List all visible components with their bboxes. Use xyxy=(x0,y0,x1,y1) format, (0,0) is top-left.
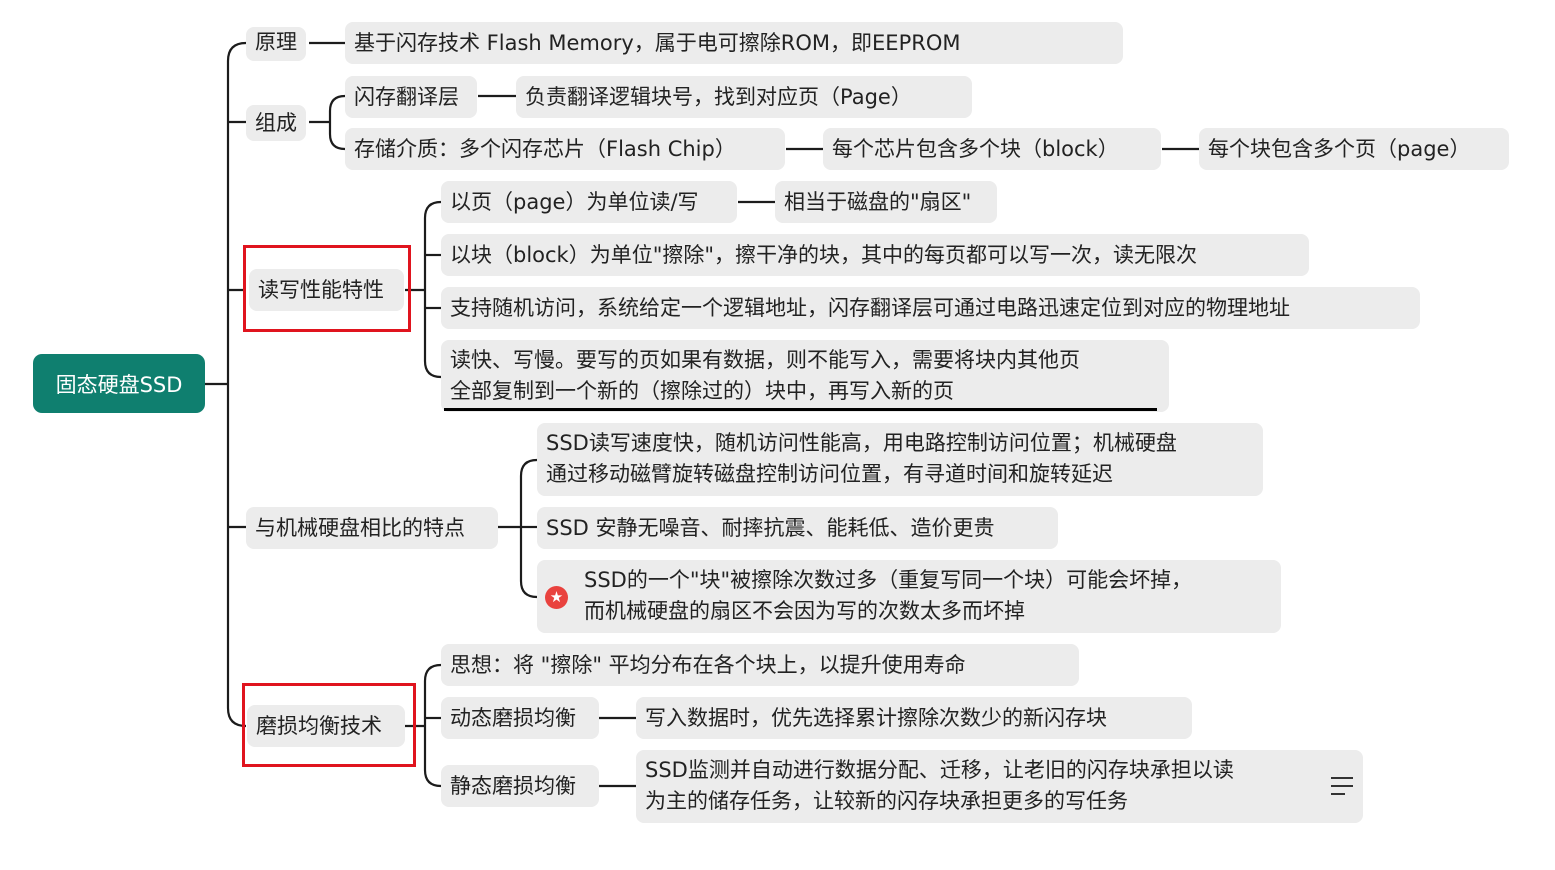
underline-mark xyxy=(444,408,1157,411)
compare-wear-line-1: SSD的一个"块"被擦除次数过多（重复写同一个块）可能会坏掉， xyxy=(584,568,1193,592)
rw-sector-node[interactable]: 相当于磁盘的"扇区" xyxy=(775,181,997,223)
rw-block-erase-node[interactable]: 以块（block）为单位"擦除"，擦干净的块，其中的每页都可以写一次，读无限次 xyxy=(441,234,1309,276)
chip-block-node[interactable]: 每个芯片包含多个块（block） xyxy=(823,128,1161,170)
rw-read-fast-line-1: 读快、写慢。要写的页如果有数据，则不能写入，需要将块内其他页 xyxy=(450,348,1080,372)
dynamic-wear-node[interactable]: 动态磨损均衡 xyxy=(441,697,599,739)
static-wear-line-1: SSD监测并自动进行数据分配、迁移，让老旧的闪存块承担以读 xyxy=(645,758,1234,782)
principle-detail-node[interactable]: 基于闪存技术 Flash Memory，属于电可擦除ROM，即EEPROM xyxy=(345,22,1123,64)
wear-idea-node[interactable]: 思想：将 "擦除" 平均分布在各个块上，以提升使用寿命 xyxy=(441,644,1079,686)
rw-read-fast-line-2: 全部复制到一个新的（擦除过的）块中，再写入新的页 xyxy=(450,379,954,403)
root-node[interactable]: 固态硬盘SSD xyxy=(33,354,205,413)
ftl-node[interactable]: 闪存翻译层 xyxy=(345,76,477,118)
block-page-node[interactable]: 每个块包含多个页（page） xyxy=(1199,128,1509,170)
static-wear-detail-node[interactable]: SSD监测并自动进行数据分配、迁移，让老旧的闪存块承担以读 为主的储存任务，让较… xyxy=(636,750,1363,823)
compare-wear-line-2: 而机械硬盘的扇区不会因为写的次数太多而坏掉 xyxy=(584,599,1025,623)
compare-hdd-node[interactable]: 与机械硬盘相比的特点 xyxy=(246,507,498,549)
rw-random-access-node[interactable]: 支持随机访问，系统给定一个逻辑地址，闪存翻译层可通过电路迅速定位到对应的物理地址 xyxy=(441,287,1420,329)
compare-speed-node[interactable]: SSD读写速度快，随机访问性能高，用电路控制访问位置；机械硬盘 通过移动磁臂旋转… xyxy=(537,423,1263,496)
rw-characteristics-node[interactable]: 读写性能特性 xyxy=(249,269,404,311)
highlight-box-wear xyxy=(242,683,416,767)
star-icon: ★ xyxy=(545,586,568,609)
rw-read-fast-write-slow-node[interactable]: 读快、写慢。要写的页如果有数据，则不能写入，需要将块内其他页 全部复制到一个新的… xyxy=(441,340,1169,412)
compare-quiet-node[interactable]: SSD 安静无噪音、耐摔抗震、能耗低、造价更贵 xyxy=(537,507,1058,549)
compare-speed-line-2: 通过移动磁臂旋转磁盘控制访问位置，有寻道时间和旋转延迟 xyxy=(546,462,1113,486)
rw-page-unit-node[interactable]: 以页（page）为单位读/写 xyxy=(441,181,737,223)
compare-speed-line-1: SSD读写速度快，随机访问性能高，用电路控制访问位置；机械硬盘 xyxy=(546,431,1177,455)
menu-icon[interactable] xyxy=(1331,777,1353,801)
static-wear-line-2: 为主的储存任务，让较新的闪存块承担更多的写任务 xyxy=(645,789,1128,813)
static-wear-node[interactable]: 静态磨损均衡 xyxy=(441,765,599,807)
compare-wear-out-node[interactable]: SSD的一个"块"被擦除次数过多（重复写同一个块）可能会坏掉， 而机械硬盘的扇区… xyxy=(537,560,1281,633)
wear-leveling-node[interactable]: 磨损均衡技术 xyxy=(247,705,405,747)
highlight-box-rw xyxy=(243,245,411,332)
dynamic-wear-detail-node[interactable]: 写入数据时，优先选择累计擦除次数少的新闪存块 xyxy=(636,697,1192,739)
principle-node[interactable]: 原理 xyxy=(246,27,306,61)
composition-node[interactable]: 组成 xyxy=(246,105,306,141)
storage-media-node[interactable]: 存储介质：多个闪存芯片（Flash Chip） xyxy=(345,128,785,170)
ftl-detail-node[interactable]: 负责翻译逻辑块号，找到对应页（Page） xyxy=(516,76,972,118)
